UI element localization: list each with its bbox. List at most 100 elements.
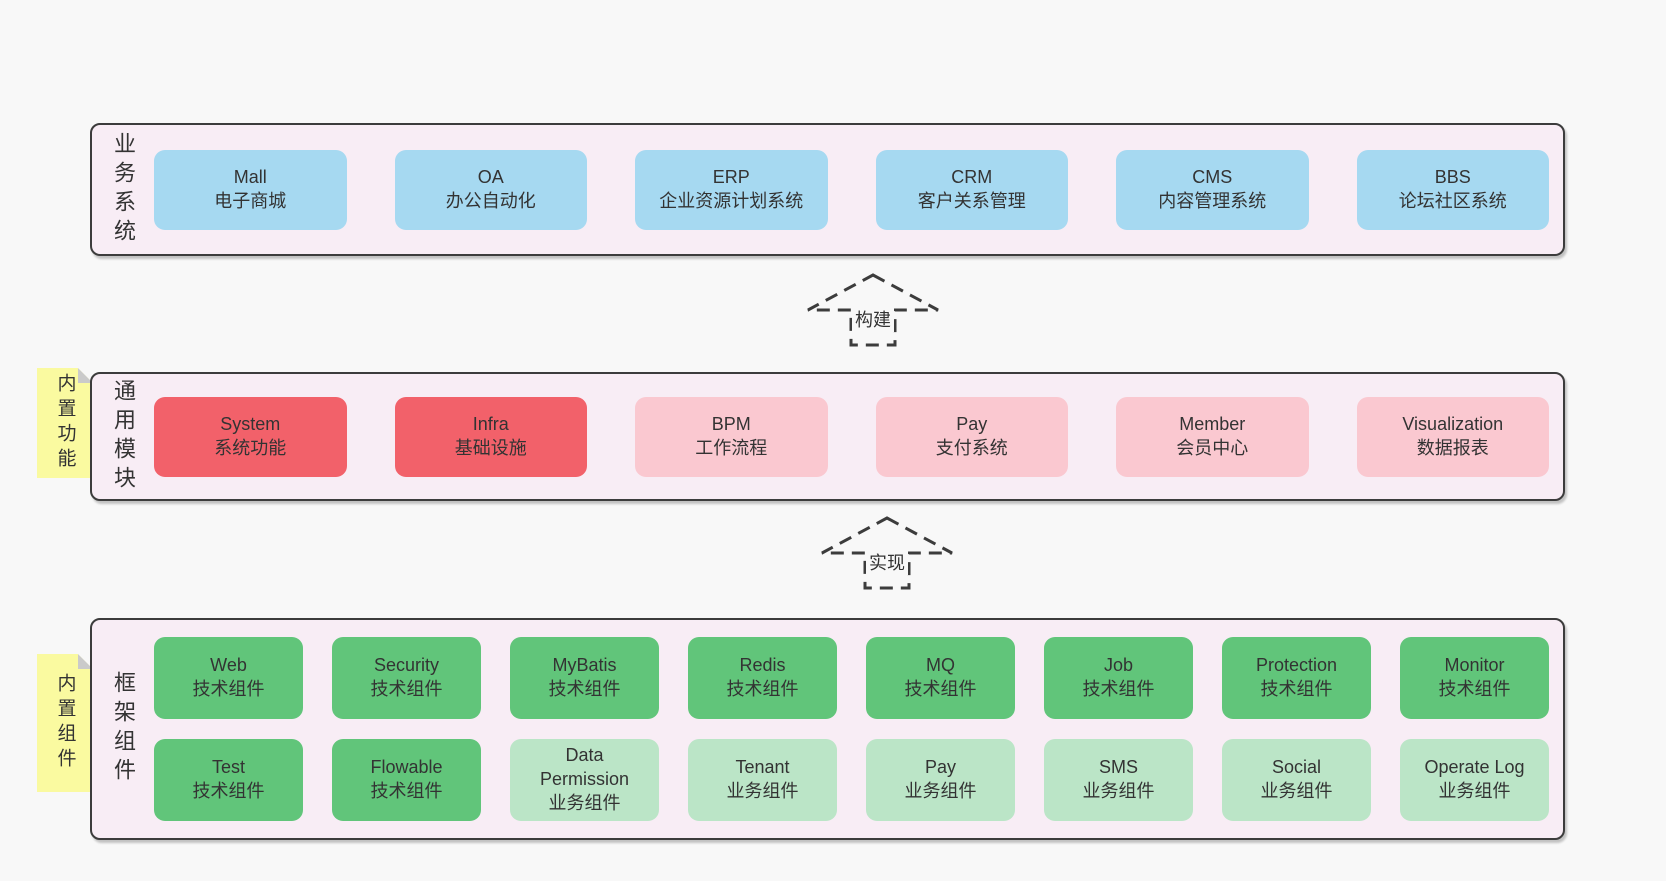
box-subtitle: 办公自动化 [445, 190, 536, 211]
box-title: ERP [712, 166, 750, 187]
implement-arrow-label: 实现 [866, 549, 908, 575]
box-title: Redis [739, 655, 786, 676]
box-title: Social [1271, 757, 1322, 778]
common-modules-boxes: System 系统功能 Infra 基础设施 BPM 工作流程 Pay 支付系统 Member 会… [154, 374, 1563, 499]
box-subtitle: 技术组件 [1082, 679, 1155, 699]
box-title: Job [1103, 655, 1134, 676]
box-title: Monitor [1444, 655, 1505, 676]
box-title: BPM [711, 413, 751, 434]
box-title: MQ [926, 655, 955, 676]
box-subtitle: 会员中心 [1176, 437, 1249, 458]
box-title: Member [1179, 413, 1246, 434]
box-title: Web [210, 655, 247, 676]
build-arrow: 构建 [805, 272, 941, 348]
builtin-components-note: 内置组件 [37, 654, 93, 792]
box-subtitle: 内容管理系统 [1158, 190, 1267, 211]
box-title: Pay [924, 757, 957, 778]
box-subtitle: 技术组件 [1438, 679, 1511, 699]
box-protection: Protection 技术组件 [1222, 637, 1371, 719]
box-title: Infra [472, 413, 509, 434]
box-subtitle: 业务组件 [1438, 781, 1511, 801]
box-subtitle: 基础设施 [454, 437, 527, 458]
box-title: System [220, 413, 281, 434]
box-tenant: Tenant 业务组件 [688, 739, 837, 821]
box-subtitle: 电子商城 [214, 190, 287, 211]
box-cms: CMS 内容管理系统 [1116, 149, 1309, 230]
box-operate-log: Operate Log 业务组件 [1400, 739, 1549, 821]
box-title: SMS [1098, 757, 1138, 778]
box-monitor: Monitor 技术组件 [1400, 637, 1549, 719]
box-subtitle: 业务组件 [1082, 781, 1155, 801]
box-mq: MQ 技术组件 [866, 637, 1015, 719]
box-subtitle: 系统功能 [214, 437, 287, 458]
box-subtitle: 业务组件 [726, 781, 799, 801]
box-pay: Pay 业务组件 [866, 739, 1015, 821]
box-visualization: Visualization 数据报表 [1356, 396, 1549, 477]
box-subtitle: 技术组件 [192, 781, 265, 801]
box-subtitle: 技术组件 [1260, 679, 1333, 699]
box-subtitle: 技术组件 [370, 679, 443, 699]
builtin-components-note-text: 内置组件 [54, 673, 76, 773]
implement-arrow: 实现 [819, 515, 955, 591]
box-security: Security 技术组件 [332, 637, 481, 719]
box-subtitle: 业务组件 [1260, 781, 1333, 801]
dashed-up-arrow-icon [807, 273, 939, 347]
business-systems-boxes: Mall 电子商城 OA 办公自动化 ERP 企业资源计划系统 CRM 客户关系管理 CMS 内容… [154, 125, 1563, 254]
box-bpm: BPM 工作流程 [635, 396, 828, 477]
box-redis: Redis 技术组件 [688, 637, 837, 719]
box-title: CRM [951, 166, 993, 187]
dashed-up-arrow-icon [821, 516, 953, 590]
box-social: Social 业务组件 [1222, 739, 1371, 821]
builtin-features-note: 内置功能 [37, 368, 93, 478]
box-subtitle: 数据报表 [1416, 437, 1489, 458]
box-title: Test [211, 757, 245, 778]
box-mall: Mall 电子商城 [154, 149, 347, 230]
box-title: Data Permission [539, 745, 630, 790]
box-subtitle: 客户关系管理 [917, 190, 1026, 211]
box-flowable: Flowable 技术组件 [332, 739, 481, 821]
box-subtitle: 工作流程 [695, 437, 768, 458]
box-title: BBS [1434, 166, 1471, 187]
box-crm: CRM 客户关系管理 [875, 149, 1068, 230]
box-subtitle: 技术组件 [904, 679, 977, 699]
box-title: Protection [1255, 655, 1338, 676]
box-subtitle: 技术组件 [192, 679, 265, 699]
box-bbs: BBS 论坛社区系统 [1356, 149, 1549, 230]
box-sms: SMS 业务组件 [1044, 739, 1193, 821]
box-title: Pay [956, 413, 988, 434]
box-subtitle: 技术组件 [548, 679, 621, 699]
box-title: Flowable [370, 757, 443, 778]
box-title: Security [373, 655, 440, 676]
build-arrow-label: 构建 [852, 306, 894, 332]
business-systems-label: 业务系统 [111, 131, 136, 248]
box-subtitle: 业务组件 [548, 792, 621, 813]
box-system: System 系统功能 [154, 396, 347, 477]
business-systems-panel: 业务系统 Mall 电子商城 OA 办公自动化 ERP 企业资源计划系统 CRM 客户关系管理… [90, 123, 1565, 256]
box-subtitle: 论坛社区系统 [1398, 190, 1507, 211]
box-title: OA [477, 166, 504, 187]
box-title: Visualization [1402, 413, 1504, 434]
box-title: CMS [1192, 166, 1233, 187]
box-subtitle: 技术组件 [726, 679, 799, 699]
box-title: MyBatis [552, 655, 617, 676]
box-title: Operate Log [1424, 757, 1525, 778]
box-mybatis: MyBatis 技术组件 [510, 637, 659, 719]
box-job: Job 技术组件 [1044, 637, 1193, 719]
box-subtitle: 业务组件 [904, 781, 977, 801]
box-member: Member 会员中心 [1116, 396, 1309, 477]
box-subtitle: 支付系统 [935, 437, 1008, 458]
box-subtitle: 企业资源计划系统 [659, 190, 804, 211]
box-test: Test 技术组件 [154, 739, 303, 821]
box-oa: OA 办公自动化 [394, 149, 587, 230]
box-title: Mall [233, 166, 267, 187]
framework-components-label: 框架组件 [111, 671, 136, 787]
box-erp: ERP 企业资源计划系统 [635, 149, 828, 230]
common-modules-label: 通用模块 [111, 378, 136, 495]
box-infra: Infra 基础设施 [394, 396, 587, 477]
box-title: Tenant [735, 757, 790, 778]
box-subtitle: 技术组件 [370, 781, 443, 801]
